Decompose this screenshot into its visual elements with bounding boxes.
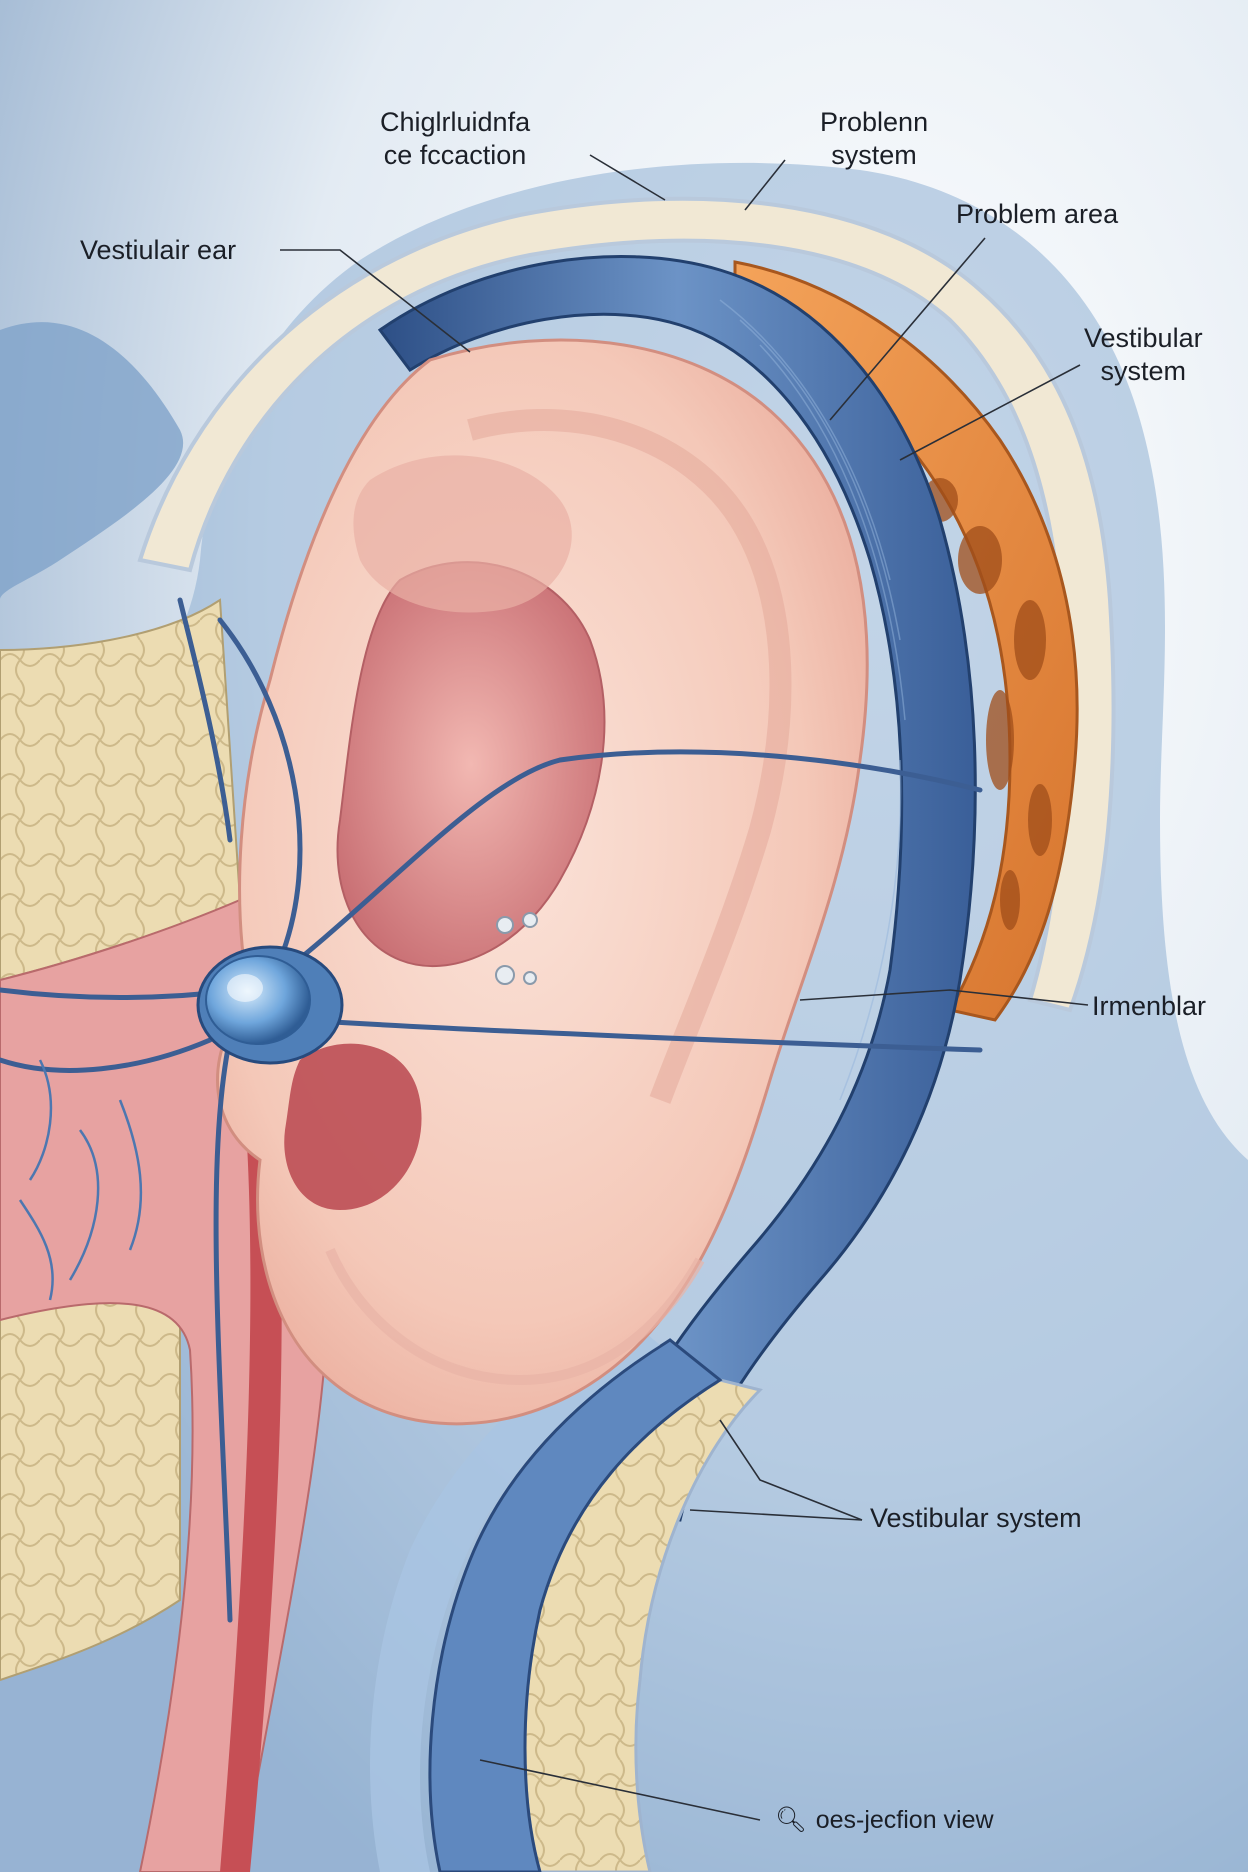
label-cross-section-view: 🔍︎ oes-jecfion view bbox=[775, 1804, 994, 1837]
magnifier-icon: 🔍︎ bbox=[775, 1806, 807, 1834]
orange-spongy-bone bbox=[733, 260, 1079, 1022]
cross-section-text: oes-jecfion view bbox=[815, 1806, 994, 1834]
label-vestibular-ear: Vestiulair ear bbox=[80, 235, 237, 265]
thin-nerve-branches bbox=[18, 1059, 143, 1301]
drum-node bbox=[196, 945, 344, 1065]
label-immenblar: Irmenblar bbox=[1092, 991, 1207, 1021]
helix-fold bbox=[467, 409, 792, 1104]
label-vestibular-system-right: Vestibular system bbox=[1084, 322, 1203, 388]
upper-fossa bbox=[353, 455, 572, 613]
label-top-left-line2: ce fccaction bbox=[383, 140, 527, 170]
cream-skull-layer bbox=[137, 196, 1116, 1013]
label-top-left-line1: Chiglrluidnfa bbox=[380, 107, 531, 137]
label-vestibular-right-line2: system bbox=[1100, 356, 1187, 386]
label-problem-area: Problem area bbox=[956, 199, 1119, 229]
label-problem-system-line1: Problenn bbox=[820, 107, 929, 137]
label-vestibular-system-bottom: Vestibular system bbox=[870, 1503, 1082, 1533]
ossicles bbox=[495, 912, 538, 985]
label-problem-system: Problenn system bbox=[820, 106, 928, 172]
label-vestibular-right-line1: Vestibular bbox=[1084, 323, 1203, 353]
leader-lines bbox=[280, 154, 1089, 1821]
left-lower-spongy-bone bbox=[0, 1263, 181, 1682]
earlobe bbox=[325, 1248, 705, 1386]
label-top-left: Chiglrluidnfa ce fccaction bbox=[380, 106, 530, 172]
bone-cavities bbox=[922, 478, 1052, 930]
label-problem-system-line2: system bbox=[831, 140, 917, 170]
band-striations bbox=[719, 299, 906, 1101]
lower-blue-tube-inner bbox=[370, 1320, 660, 1872]
left-blue-membrane bbox=[0, 322, 184, 600]
lower-canal-opening bbox=[284, 1043, 422, 1210]
vestibular-blue-band bbox=[377, 255, 977, 1522]
